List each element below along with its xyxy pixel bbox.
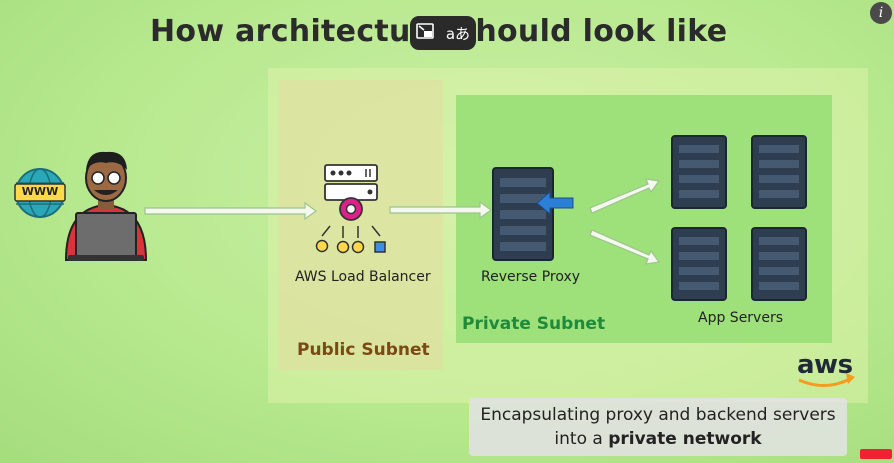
arrow-lb-to-proxy [389, 200, 493, 220]
app-server-icon-3 [671, 227, 727, 301]
caption-box: Encapsulating proxy and backend servers … [469, 398, 847, 456]
reverse-proxy-server-icon [492, 167, 574, 261]
load-balancer-icon [315, 164, 386, 254]
caption-line-2-prefix: into a [554, 429, 609, 449]
app-server-icon-4 [751, 227, 807, 301]
user-with-laptop-icon [64, 151, 148, 261]
globe-www-icon [14, 168, 66, 218]
caption-line-2: into a private network [469, 427, 847, 451]
public-subnet-box [278, 80, 443, 370]
arrow-proxy-to-servers-bottom [589, 229, 661, 265]
aws-logo: aws [797, 350, 853, 380]
load-balancer-label: AWS Load Balancer [295, 269, 431, 285]
translate-icon[interactable]: aあ [445, 24, 471, 43]
app-servers-label: App Servers [698, 310, 784, 326]
app-server-icon-2 [751, 135, 807, 209]
arrow-user-to-lb [144, 201, 318, 221]
private-subnet-label: Private Subnet [462, 314, 606, 334]
channel-watermark [860, 449, 892, 459]
caption-line-1: Encapsulating proxy and backend servers [480, 405, 836, 425]
public-subnet-label: Public Subnet [297, 340, 430, 360]
caption-line-2-bold: private network [608, 429, 762, 449]
player-overlay-controls: aあ [410, 16, 476, 50]
app-server-icon-1 [671, 135, 727, 209]
www-label: WWW [21, 185, 59, 198]
arrow-proxy-to-servers-top [589, 178, 661, 214]
miniplayer-icon[interactable] [416, 23, 434, 43]
reverse-proxy-label: Reverse Proxy [481, 269, 581, 285]
info-icon[interactable]: i [870, 2, 892, 24]
